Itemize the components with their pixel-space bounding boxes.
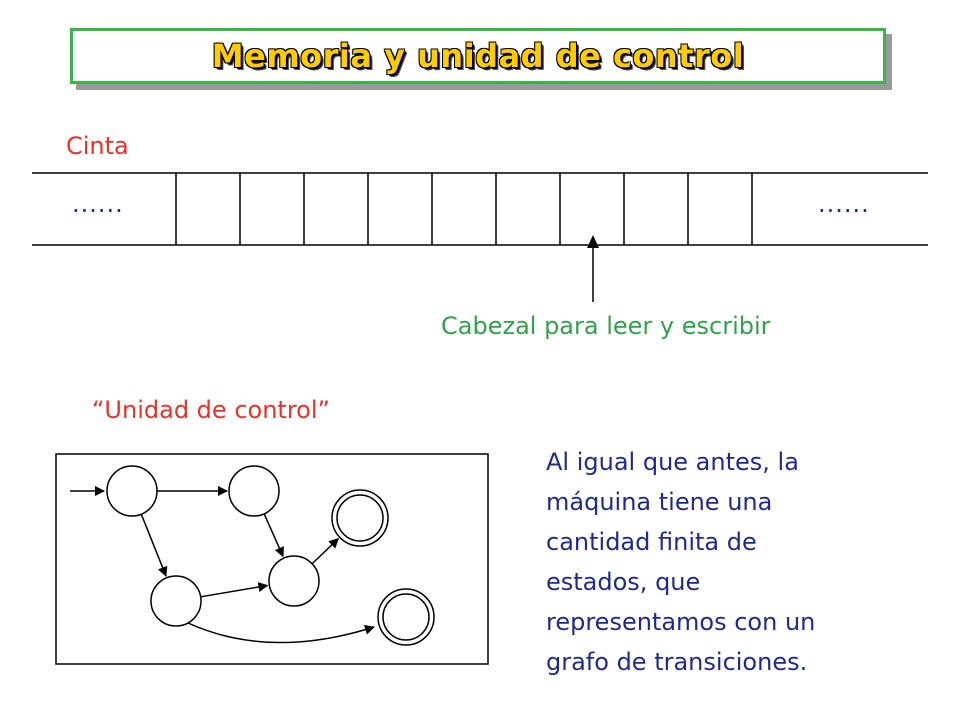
- tape-label: Cinta: [66, 132, 129, 160]
- tape-cell: [624, 173, 688, 245]
- state: [106, 465, 158, 517]
- accepting-state-inner-ring: [382, 593, 430, 641]
- accepting-state: [331, 489, 389, 547]
- transition-arrow: [187, 622, 375, 644]
- tape-left-ellipsis: ......: [72, 190, 124, 218]
- tape-right-ellipsis: ......: [818, 190, 870, 218]
- accepting-state-inner-ring: [336, 494, 384, 542]
- tape-cell: [176, 173, 240, 245]
- description-text: Al igual que antes, la máquina tiene una…: [546, 448, 816, 676]
- state: [268, 555, 320, 607]
- page-title: Memoria y unidad de control: [211, 37, 745, 75]
- head-label: Cabezal para leer y escribir: [441, 312, 771, 340]
- state: [150, 575, 202, 627]
- tape: [32, 172, 928, 246]
- transition-arrow: [263, 513, 284, 558]
- tape-cell: [432, 173, 496, 245]
- state: [228, 465, 280, 517]
- transition-arrow: [200, 582, 269, 598]
- tape-cell: [560, 173, 624, 245]
- control-unit-box: [55, 453, 489, 665]
- transition-arrow: [140, 513, 168, 577]
- tape-cell: [304, 173, 368, 245]
- title-box: Memoria y unidad de control: [70, 28, 886, 84]
- tape-cell: [496, 173, 560, 245]
- tape-cell: [688, 173, 752, 245]
- tape-cell: [368, 173, 432, 245]
- tape-cell: [240, 173, 304, 245]
- control-unit-label: “Unidad de control”: [92, 396, 330, 424]
- transition-arrow: [311, 538, 340, 565]
- accepting-state: [377, 588, 435, 646]
